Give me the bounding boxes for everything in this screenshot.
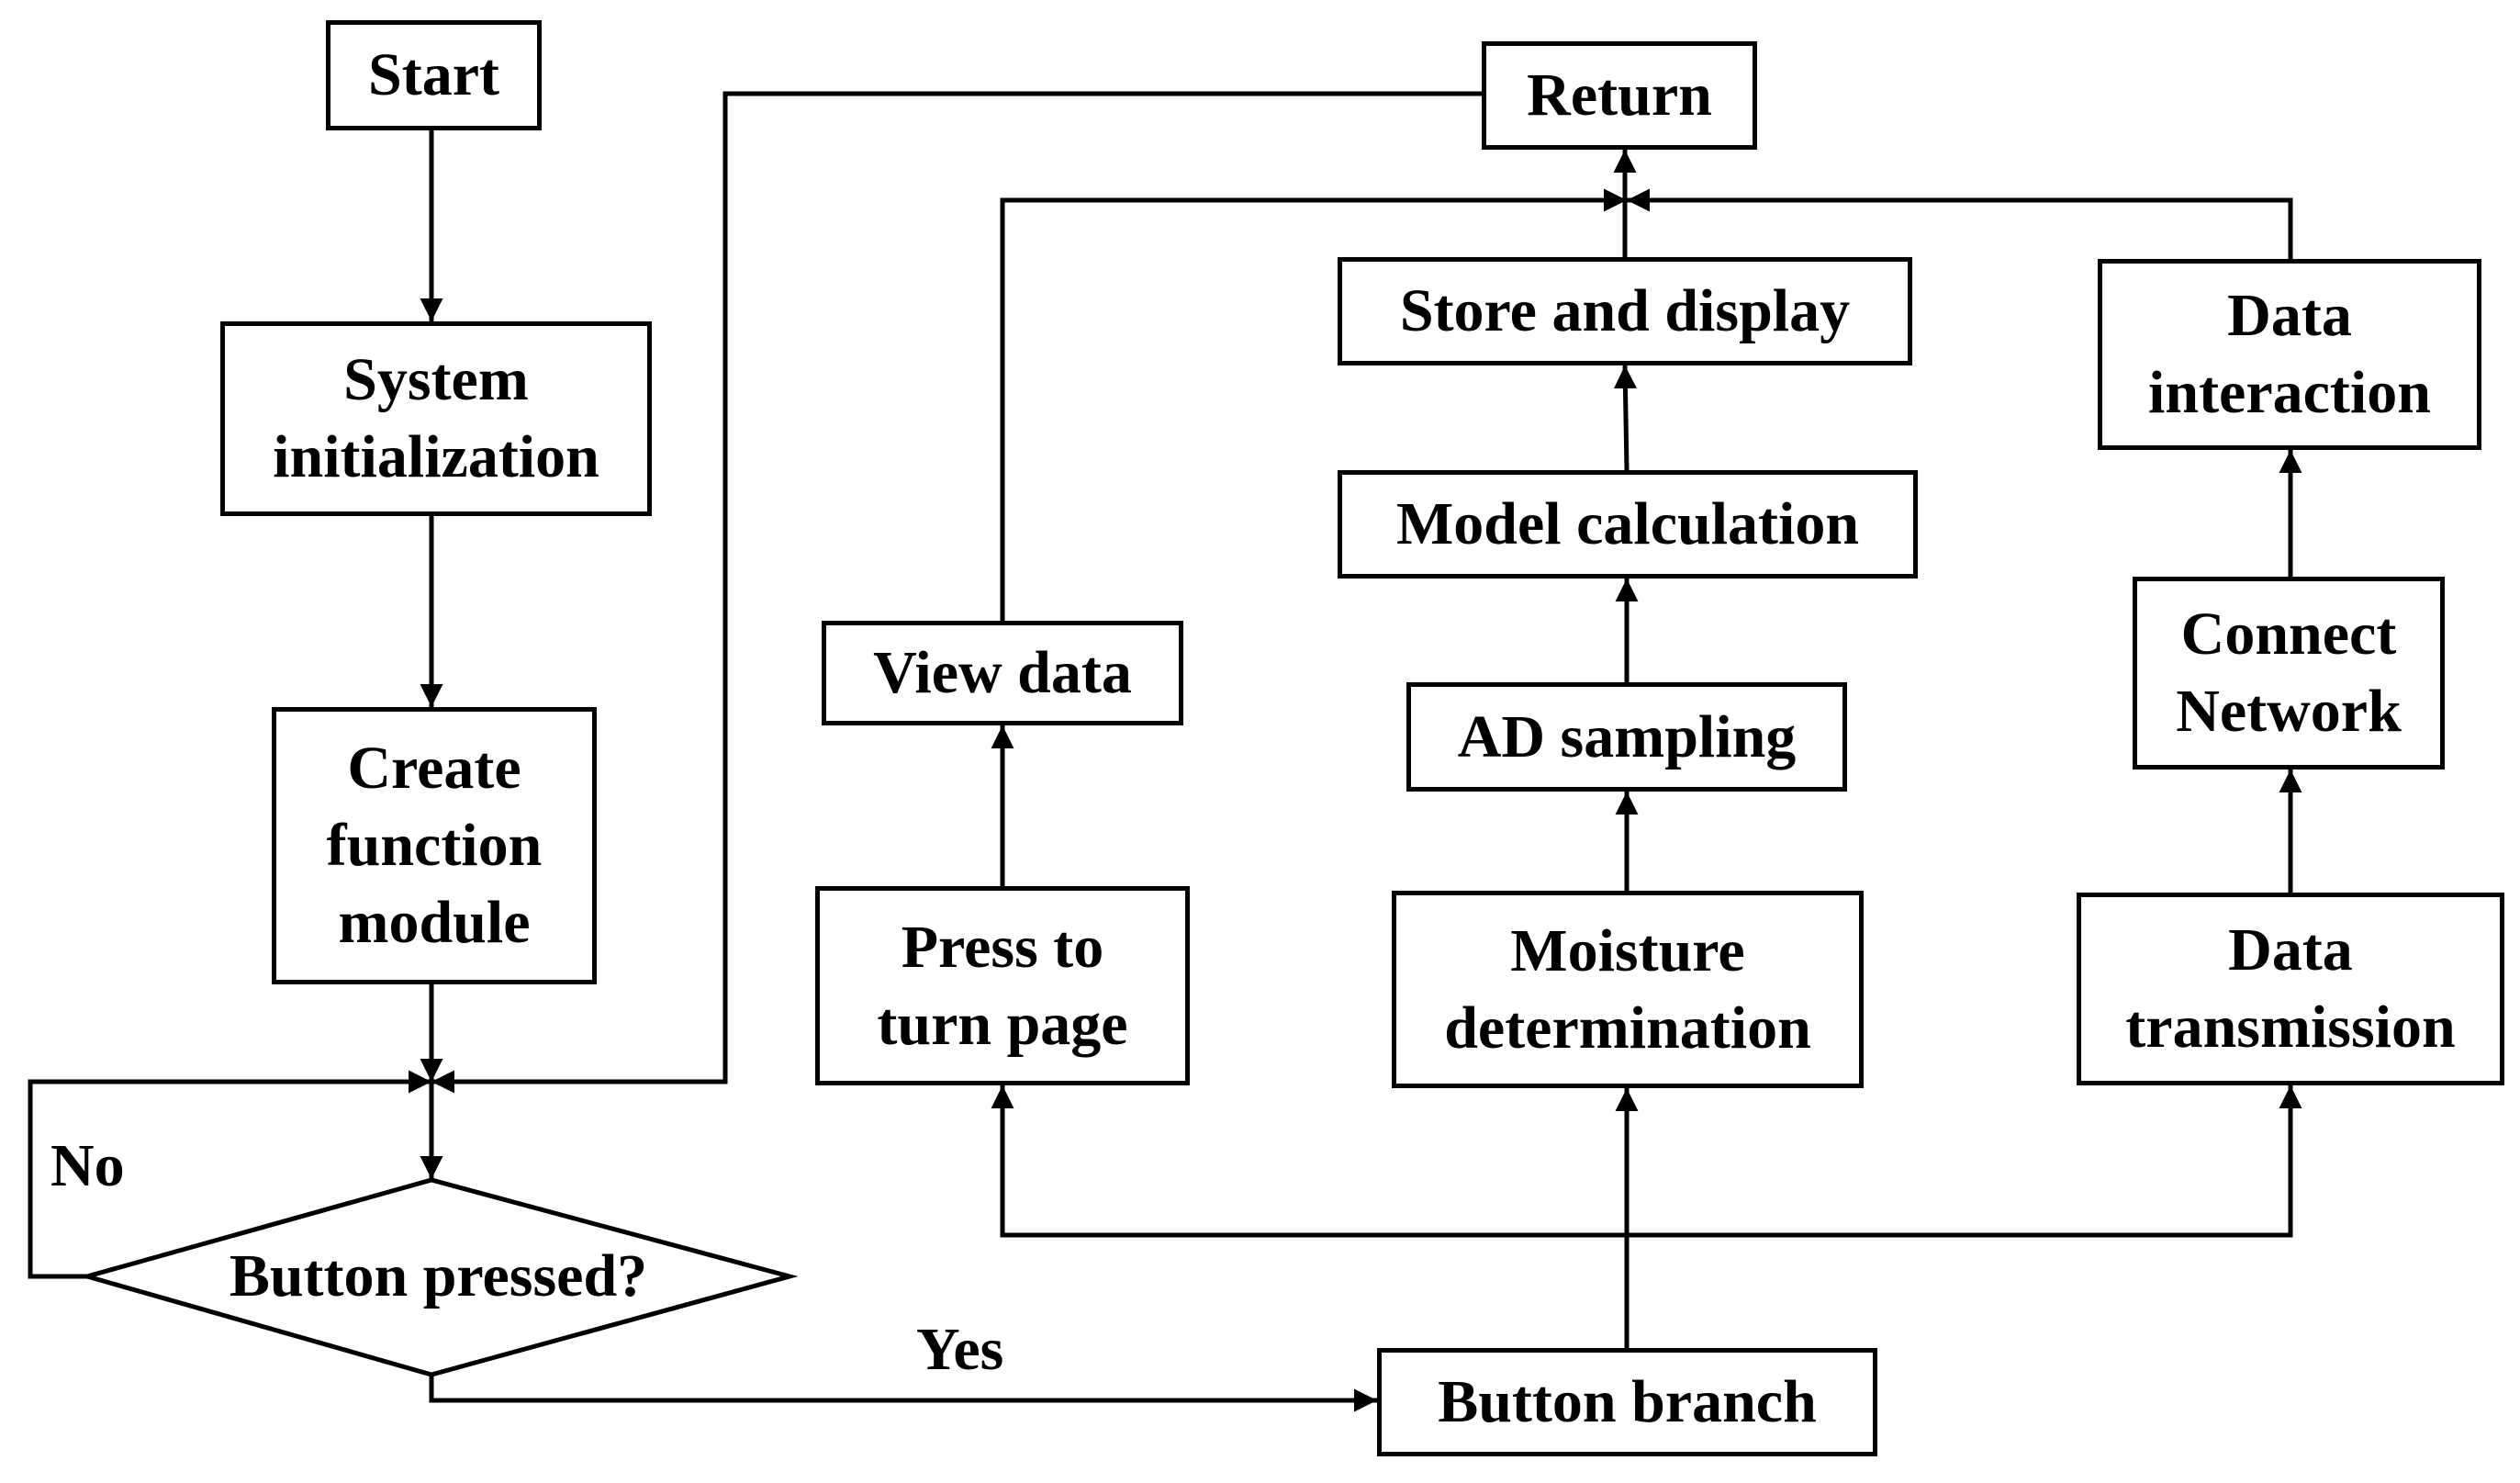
edge-yes bbox=[429, 1375, 1377, 1412]
model-calculation-node: Model calculation bbox=[1338, 470, 1918, 579]
edge-view-to-return bbox=[1000, 188, 1627, 621]
edge-model-to-store bbox=[1613, 365, 1637, 471]
decision-diamond bbox=[78, 1177, 799, 1377]
ad-sampling-node: AD sampling bbox=[1406, 682, 1847, 792]
edge-branch-to-turn-page bbox=[991, 1085, 1627, 1238]
edge-branch-to-transmission bbox=[1627, 1085, 2302, 1238]
edge-return-loop bbox=[431, 91, 1482, 1094]
data-interaction-node: Data interaction bbox=[2098, 259, 2481, 450]
press-turn-page-node: Press to turn page bbox=[815, 886, 1190, 1085]
system-init-node: System initialization bbox=[220, 321, 652, 516]
yes-label: Yes bbox=[916, 1316, 1004, 1383]
data-transmission-node: Data transmission bbox=[2077, 893, 2504, 1085]
connect-network-node: Connect Network bbox=[2133, 577, 2445, 770]
button-pressed-label: Button pressed? bbox=[229, 1242, 648, 1309]
return-node: Return bbox=[1482, 41, 1757, 150]
no-label: No bbox=[50, 1132, 125, 1199]
edge-no-loop bbox=[28, 1070, 431, 1279]
edge-interaction-to-return bbox=[1627, 188, 2293, 259]
start-node: Start bbox=[326, 20, 542, 130]
button-branch-node: Button branch bbox=[1377, 1348, 1877, 1456]
view-data-node: View data bbox=[822, 621, 1183, 725]
moisture-node: Moisture determination bbox=[1392, 891, 1864, 1088]
create-module-node: Create function module bbox=[272, 707, 597, 984]
store-display-node: Store and display bbox=[1338, 257, 1912, 365]
